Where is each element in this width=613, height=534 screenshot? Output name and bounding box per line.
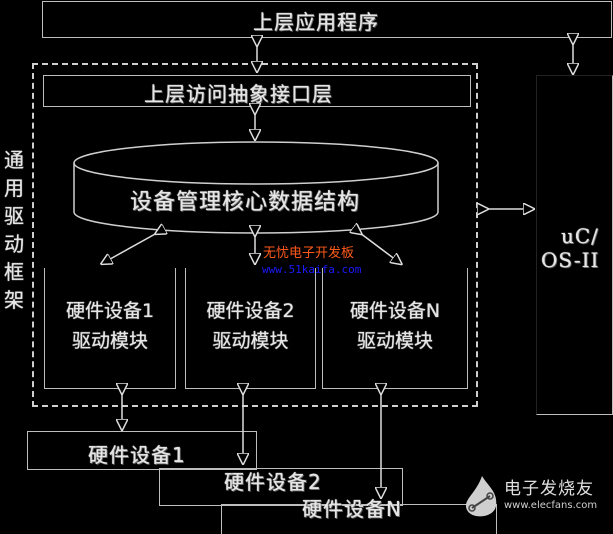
top-application-box: 上层应用程序 xyxy=(42,1,612,38)
driver-module-2: 硬件设备2 驱动模块 xyxy=(185,268,316,389)
watermark-url: www.51kaifa.com xyxy=(262,263,362,276)
abstract-interface-layer-label: 上层访问抽象接口层 xyxy=(144,82,333,106)
top-application-label: 上层应用程序 xyxy=(253,10,379,34)
driver-module-1: 硬件设备1 驱动模块 xyxy=(44,268,176,389)
hardware-device-2-box: 硬件设备2 xyxy=(159,468,403,506)
watermark-text: 无忧电子开发板 xyxy=(263,246,355,261)
driver-module-1-line2: 驱动模块 xyxy=(71,330,148,352)
driver-module-n: 硬件设备N 驱动模块 xyxy=(322,268,468,389)
hardware-device-1-box: 硬件设备1 xyxy=(27,431,257,470)
driver-module-n-line2: 驱动模块 xyxy=(356,330,433,352)
elecfans-brand: 电子发烧友 xyxy=(504,479,594,499)
elecfans-logo-icon xyxy=(465,476,497,517)
elecfans-url: www.elecfans.com xyxy=(504,500,598,511)
framework-label: 通用驱动框架 xyxy=(4,148,24,312)
hardware-device-2-label: 硬件设备2 xyxy=(224,470,322,494)
rtos-label-line2: OS-II xyxy=(541,248,600,272)
driver-module-2-line2: 驱动模块 xyxy=(212,330,289,352)
elecfans-logo: 电子发烧友 www.elecfans.com xyxy=(462,470,613,526)
hardware-device-1-label: 硬件设备1 xyxy=(88,443,186,467)
arrow-core-module1 xyxy=(103,233,157,263)
hardware-device-n-label: 硬件设备N xyxy=(302,497,402,521)
driver-module-1-line1: 硬件设备1 xyxy=(65,300,155,322)
core-data-structure-cylinder xyxy=(73,141,439,234)
rtos-label-line1: uC/ xyxy=(561,224,599,248)
hardware-device-n-box: 硬件设备N xyxy=(221,497,497,534)
core-data-structure-label: 设备管理核心数据结构 xyxy=(130,190,361,215)
driver-module-n-line1: 硬件设备N xyxy=(349,300,441,322)
driver-module-2-line1: 硬件设备2 xyxy=(206,300,295,322)
arrow-core-modulen xyxy=(360,233,400,263)
